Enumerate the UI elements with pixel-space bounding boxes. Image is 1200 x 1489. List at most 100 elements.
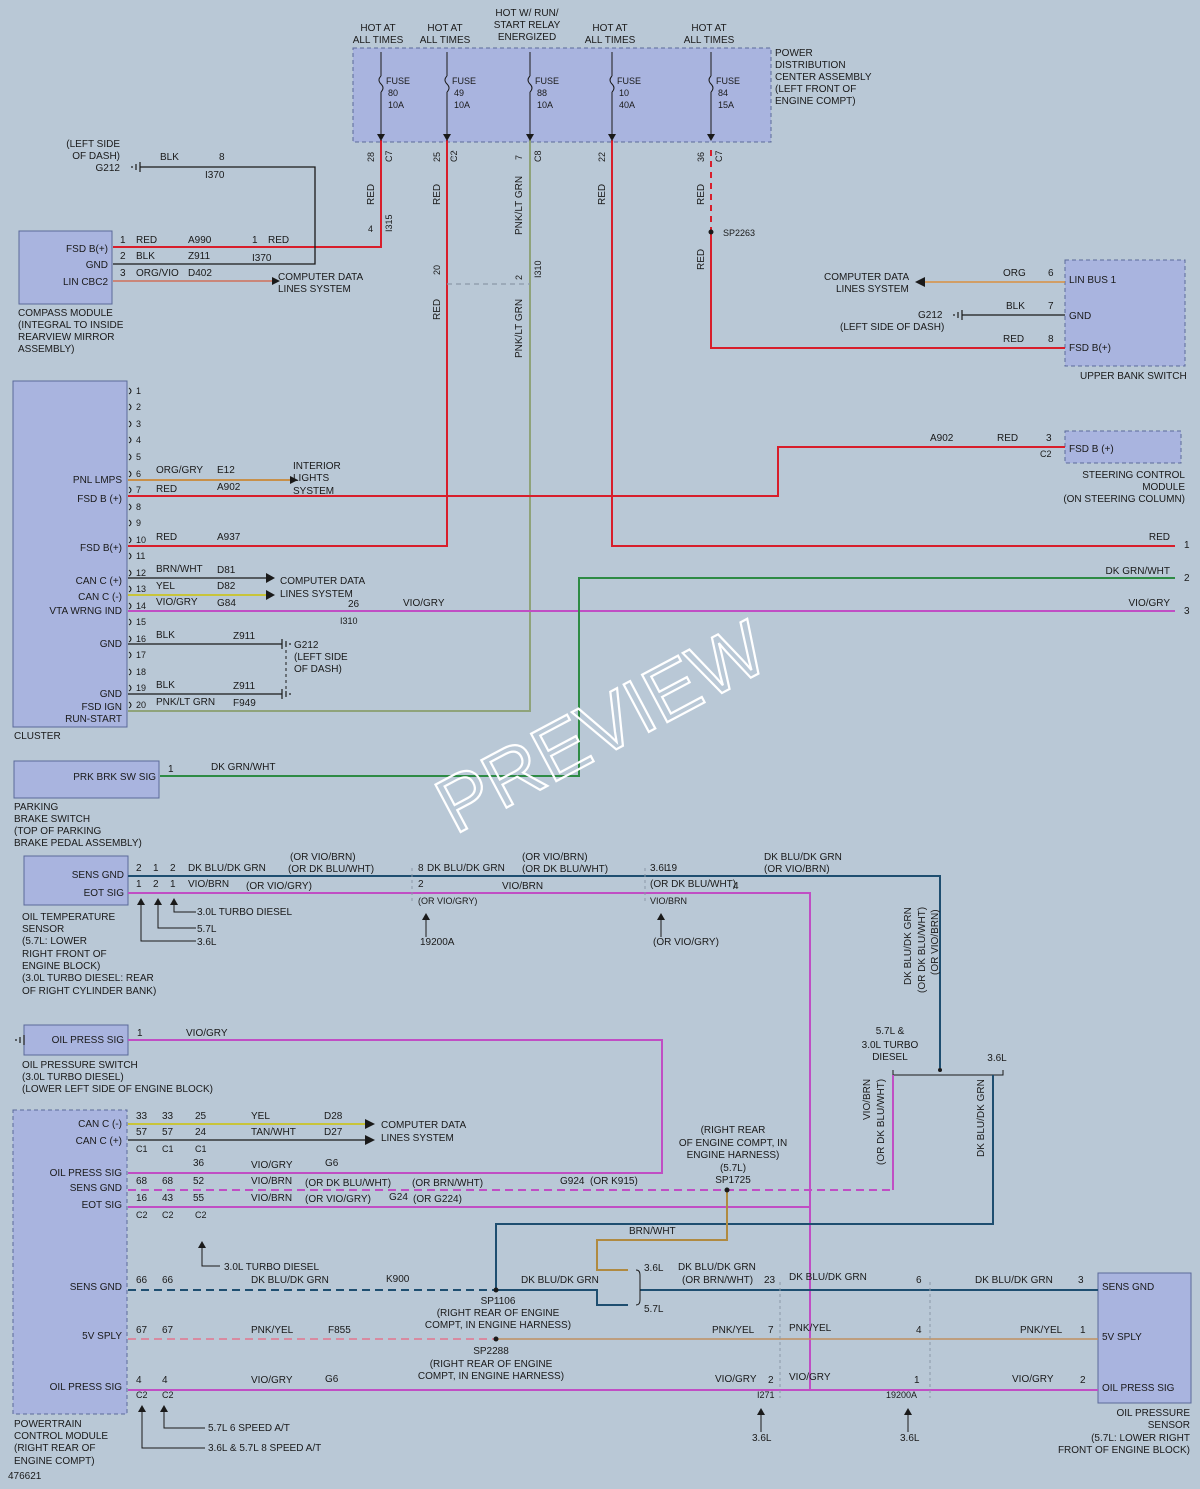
splice-sp1725	[724, 1187, 730, 1193]
label: DK BLU/DK GRN	[976, 1079, 987, 1157]
label: DK GRN/WHT	[1106, 566, 1170, 577]
label: BLK	[1006, 301, 1025, 312]
label: RED	[597, 184, 608, 205]
label: EOT SIG	[84, 888, 125, 899]
label: RED	[432, 299, 443, 320]
label: D81	[217, 565, 236, 576]
label: SENS GND	[1102, 1282, 1154, 1293]
fuse-label: FUSE	[716, 76, 740, 86]
label: DK BLU/DK GRN	[764, 852, 842, 863]
label: OF RIGHT CYLINDER BANK)	[22, 986, 156, 997]
label: (OR BRN/WHT)	[412, 1178, 483, 1189]
label: (OR VIO/BRN)	[522, 852, 588, 863]
label: D402	[188, 268, 212, 279]
label: SENS GND	[70, 1282, 122, 1293]
label: 23	[764, 1275, 776, 1286]
label: PNK/YEL	[1020, 1325, 1063, 1336]
label: BLK	[156, 630, 175, 641]
label: VIO/GRY	[186, 1028, 228, 1039]
label: 4	[733, 881, 739, 892]
label: RED	[1149, 532, 1170, 543]
wire-dkblu-down-36	[495, 1075, 994, 1290]
label: G212	[96, 163, 121, 174]
label: BLK	[136, 251, 155, 262]
ground-icon	[281, 639, 291, 649]
label: VIO/BRN	[188, 879, 229, 890]
label: VIO/GRY	[251, 1375, 293, 1386]
label: 4	[368, 224, 373, 234]
label: C2	[195, 1210, 207, 1220]
label: 1	[153, 863, 159, 874]
label: LIN BUS 1	[1069, 275, 1117, 286]
label: DK GRN/WHT	[211, 762, 275, 773]
label: 1	[120, 235, 126, 246]
label: 3	[120, 268, 126, 279]
label: PNK/YEL	[251, 1325, 294, 1336]
label: SENSOR	[22, 924, 64, 935]
label: OIL PRESS SIG	[1102, 1383, 1175, 1394]
label: COMPUTER DATA	[278, 272, 364, 283]
splice-sp1106	[493, 1287, 499, 1293]
label: (OR VIO/GRY)	[246, 881, 312, 892]
label: (OR G224)	[413, 1194, 462, 1205]
fuse-number: 88	[537, 88, 547, 98]
label: PNK/LT GRN	[514, 299, 525, 358]
label: PNK/LT GRN	[156, 697, 215, 708]
label: K900	[386, 1274, 410, 1285]
label: 20	[432, 265, 442, 275]
wire-dkblu-oiltemp	[128, 875, 941, 1068]
label: I315	[384, 214, 394, 232]
label: RED	[156, 532, 177, 543]
label: VIO/BRN	[650, 896, 687, 906]
label: 36	[193, 1158, 205, 1169]
label: G212	[294, 640, 319, 651]
label: 6	[1048, 268, 1054, 279]
label: 2	[170, 863, 176, 874]
label: INTERIOR	[293, 461, 341, 472]
label: OF DASH)	[294, 664, 342, 675]
label: 6	[916, 1275, 922, 1286]
label: RED	[1003, 334, 1024, 345]
label: (OR BRN/WHT)	[682, 1275, 753, 1286]
label: POWERTRAIN	[14, 1419, 82, 1430]
steering-box	[1064, 430, 1182, 464]
label: RED	[156, 484, 177, 495]
label: A902	[930, 433, 954, 444]
pin-number: 13	[136, 584, 146, 594]
label: DK BLU/DK GRN	[427, 863, 505, 874]
label: CAN C (+)	[76, 1136, 122, 1147]
label: DISTRIBUTION	[775, 60, 846, 71]
label: BRN/WHT	[156, 564, 203, 575]
label: ORG/GRY	[156, 465, 203, 476]
label: 2	[1080, 1375, 1086, 1386]
label: 67	[136, 1325, 148, 1336]
arrow-d27	[365, 1135, 375, 1145]
label: SP2288	[473, 1346, 509, 1357]
label: 3.0L TURBO	[862, 1040, 919, 1051]
pin-number: 11	[136, 551, 145, 561]
pcm-box	[12, 1109, 128, 1415]
label: C2	[162, 1390, 174, 1400]
label: C2	[162, 1210, 174, 1220]
label: PNK/LT GRN	[514, 176, 525, 235]
label: 1	[170, 879, 176, 890]
fuse-number: 49	[454, 88, 464, 98]
pdc-box	[352, 47, 772, 143]
label: C2	[1040, 449, 1052, 459]
label: 1	[252, 235, 258, 246]
label: G6	[325, 1374, 339, 1385]
label: 1	[1080, 1325, 1086, 1336]
splice-sp2263	[708, 229, 714, 235]
label: (RIGHT REAR OF ENGINE	[437, 1308, 560, 1319]
label: COMPUTER DATA	[280, 576, 366, 587]
label: 2	[1184, 573, 1190, 584]
fuse-number: 10	[619, 88, 629, 98]
label: (RIGHT REAR OF	[14, 1443, 95, 1454]
label: OIL PRESSURE	[1116, 1408, 1190, 1419]
label: E12	[217, 465, 235, 476]
label: I310	[533, 260, 543, 278]
label: SP1106	[481, 1296, 516, 1307]
label: ENGINE HARNESS)	[687, 1150, 780, 1161]
label: (INTEGRAL TO INSIDE	[18, 320, 124, 331]
wire-red-fuse84	[710, 232, 1065, 349]
